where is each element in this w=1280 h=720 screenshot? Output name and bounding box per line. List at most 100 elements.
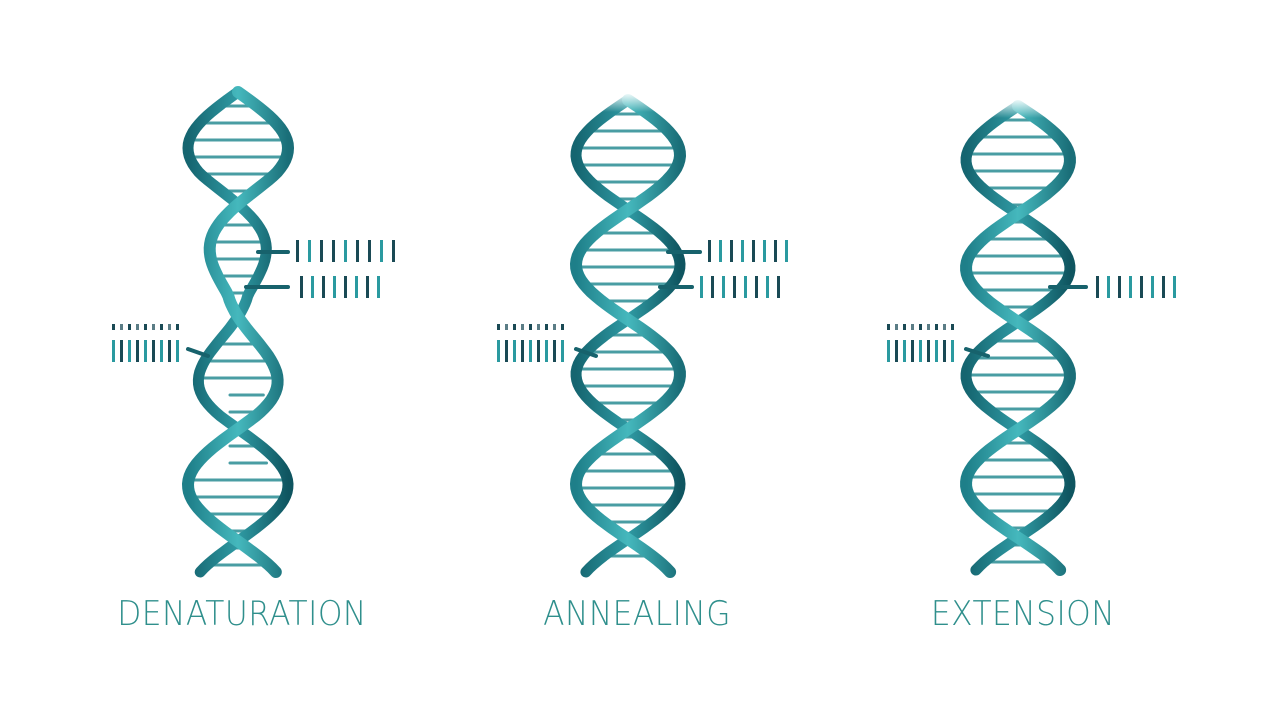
strand-end-fade: [948, 100, 1088, 118]
primer-bar: [766, 276, 769, 298]
primer-bar: [377, 276, 380, 298]
primer-bar: [320, 240, 323, 262]
primer-bar: [887, 340, 890, 362]
primer-bar: [553, 340, 556, 362]
primer-bar: [311, 276, 314, 298]
primer-connector: [186, 347, 210, 358]
primer-bar: [722, 276, 725, 298]
primer-bar: [136, 324, 139, 330]
primer-bar: [112, 340, 115, 362]
primer-bar: [144, 340, 147, 362]
denaturation-primer-left: [112, 340, 179, 362]
denaturation-primer-upper: [296, 240, 395, 262]
primer-bar: [392, 240, 395, 262]
primer-bar: [308, 240, 311, 262]
primer-bar: [136, 340, 139, 362]
primer-bar: [355, 276, 358, 298]
primer-bar: [505, 324, 508, 330]
extension-helix-group: [948, 100, 1088, 576]
primer-bar: [741, 240, 744, 262]
primer-connector: [964, 347, 990, 358]
primer-bar: [537, 324, 540, 330]
primer-bar: [545, 340, 548, 362]
primer-bar: [356, 240, 359, 262]
primer-bar: [951, 324, 954, 330]
denaturation-strand-back: [182, 86, 294, 578]
primer-bar: [1118, 276, 1121, 298]
annealing-strand-back: [570, 94, 686, 578]
primer-bar: [1129, 276, 1132, 298]
primer-bar: [919, 340, 922, 362]
primer-bar: [1096, 276, 1099, 298]
denaturation-label: DENATURATION: [117, 594, 367, 634]
primer-bar: [785, 240, 788, 262]
primer-bar: [951, 340, 954, 362]
primer-bar: [296, 240, 299, 262]
primer-bar: [903, 324, 906, 330]
primer-bar: [935, 340, 938, 362]
primer-bar: [752, 240, 755, 262]
primer-bar: [152, 324, 155, 330]
extension-strand-front: [960, 100, 1076, 576]
primer-bar: [935, 324, 938, 330]
primer-bar: [763, 240, 766, 262]
primer-bar: [333, 276, 336, 298]
annealing-primer-left: [497, 340, 564, 362]
primer-bar: [529, 340, 532, 362]
annealing-label: ANNEALING: [543, 594, 731, 634]
primer-bar: [366, 276, 369, 298]
primer-bar: [561, 324, 564, 330]
primer-bar: [168, 324, 171, 330]
primer-bar: [176, 340, 179, 362]
primer-bar: [545, 324, 548, 330]
primer-bar: [911, 340, 914, 362]
primer-bar: [537, 340, 540, 362]
primer-bar: [168, 340, 171, 362]
primer-bar: [128, 324, 131, 330]
primer-bar: [152, 340, 155, 362]
primer-bar: [553, 324, 556, 330]
primer-bar: [927, 340, 930, 362]
primer-bar: [344, 240, 347, 262]
primer-bar: [497, 340, 500, 362]
primer-bar: [887, 324, 890, 330]
extension-primer-right: [1096, 276, 1176, 298]
primer-bar: [1107, 276, 1110, 298]
primer-bar: [300, 276, 303, 298]
primer-bar: [919, 324, 922, 330]
primer-bar: [895, 340, 898, 362]
primer-bar: [911, 324, 914, 330]
primer-bar: [513, 340, 516, 362]
primer-bar: [513, 324, 516, 330]
primer-bar: [708, 240, 711, 262]
primer-bar: [774, 240, 777, 262]
primer-bar: [332, 240, 335, 262]
primer-bar: [497, 324, 500, 330]
primer-bar: [943, 324, 946, 330]
strand-end-fade: [558, 94, 698, 112]
annealing-helix-group: [558, 94, 698, 578]
primer-bar: [521, 324, 524, 330]
primer-bar: [777, 276, 780, 298]
primer-connector: [574, 347, 598, 358]
denaturation-strand-front: [181, 86, 295, 578]
primer-bar: [755, 276, 758, 298]
extension-strand-back: [960, 100, 1076, 576]
primer-bar: [176, 324, 179, 330]
primer-bar: [903, 340, 906, 362]
primer-bar: [344, 276, 347, 298]
annealing-primer-upper: [708, 240, 788, 262]
extension-primer-left: [887, 340, 954, 362]
primer-bar: [733, 276, 736, 298]
primer-bar: [120, 340, 123, 362]
primer-bar: [1173, 276, 1176, 298]
primer-bar: [719, 240, 722, 262]
primer-bar: [322, 276, 325, 298]
primer-bar: [895, 324, 898, 330]
primer-bar: [943, 340, 946, 362]
denaturation-primer-lower: [300, 276, 380, 298]
denaturation-primer-small: [112, 324, 179, 330]
primer-bar: [700, 276, 703, 298]
annealing-primer-lower: [700, 276, 780, 298]
